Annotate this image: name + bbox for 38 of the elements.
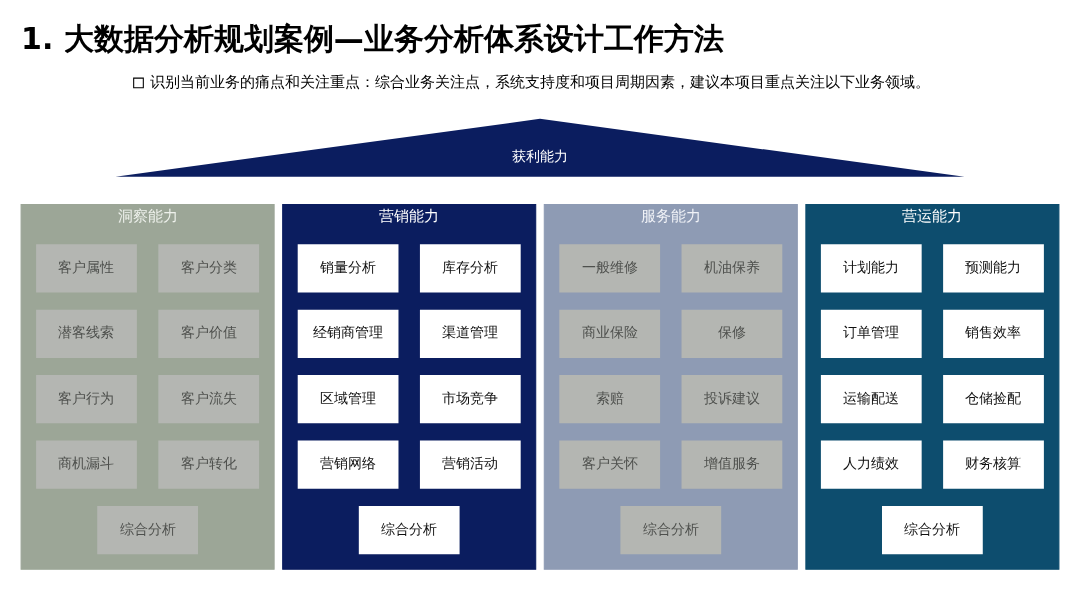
- node-box: 商机漏斗: [36, 440, 137, 489]
- node-box: 客户价值: [158, 309, 260, 358]
- node-box: 客户转化: [158, 440, 260, 489]
- node-box: 一般维修: [559, 244, 661, 293]
- node-box: 营销活动: [419, 440, 521, 489]
- node-box: 客户流失: [158, 375, 260, 424]
- node-box: 市场竞争: [419, 375, 521, 424]
- node-box: 机油保养: [681, 244, 783, 293]
- node-box: 商业保险: [559, 309, 661, 358]
- node-box: 计划能力: [820, 244, 922, 293]
- node-box: 区域管理: [297, 375, 399, 424]
- node-box: 客户关怀: [559, 440, 661, 489]
- node-box: 综合分析: [97, 505, 198, 555]
- node-box: 销量分析: [297, 244, 399, 293]
- node-box: 综合分析: [620, 505, 722, 555]
- node-box: 保修: [681, 309, 783, 358]
- diagram-title: 1. 大数据分析规划案例—业务分析体系设计工作方法: [21, 20, 724, 56]
- node-box: 客户行为: [36, 375, 137, 424]
- node-box: 潜客线索: [36, 309, 137, 358]
- node-box: 客户分类: [158, 244, 260, 293]
- node-box: 订单管理: [820, 309, 922, 358]
- node-box: 渠道管理: [419, 309, 521, 358]
- label: 识别当前业务的痛点和关注重点：综合业务关注点，系统支持度和项目周期因素，建议本项目重点关注以下业务领域。: [149, 72, 930, 91]
- node-box: 财务核算: [943, 440, 1044, 489]
- node-box: 销售效率: [943, 309, 1044, 358]
- node-box: 库存分析: [419, 244, 521, 293]
- node-box: 增值服务: [681, 440, 783, 489]
- node-box: 客户属性: [36, 244, 137, 293]
- node-box: 营销网络: [297, 440, 399, 489]
- node-box: 综合分析: [882, 505, 983, 555]
- node-box: 索赔: [559, 375, 661, 424]
- node-box: 经销商管理: [297, 309, 399, 358]
- node-box: 综合分析: [358, 505, 460, 555]
- node-box: 投诉建议: [681, 375, 783, 424]
- node-box: 预测能力: [943, 244, 1044, 293]
- node-box: 运输配送: [820, 375, 922, 424]
- node-box: 人力绩效: [820, 440, 922, 489]
- node-box: 仓储捡配: [943, 375, 1044, 424]
